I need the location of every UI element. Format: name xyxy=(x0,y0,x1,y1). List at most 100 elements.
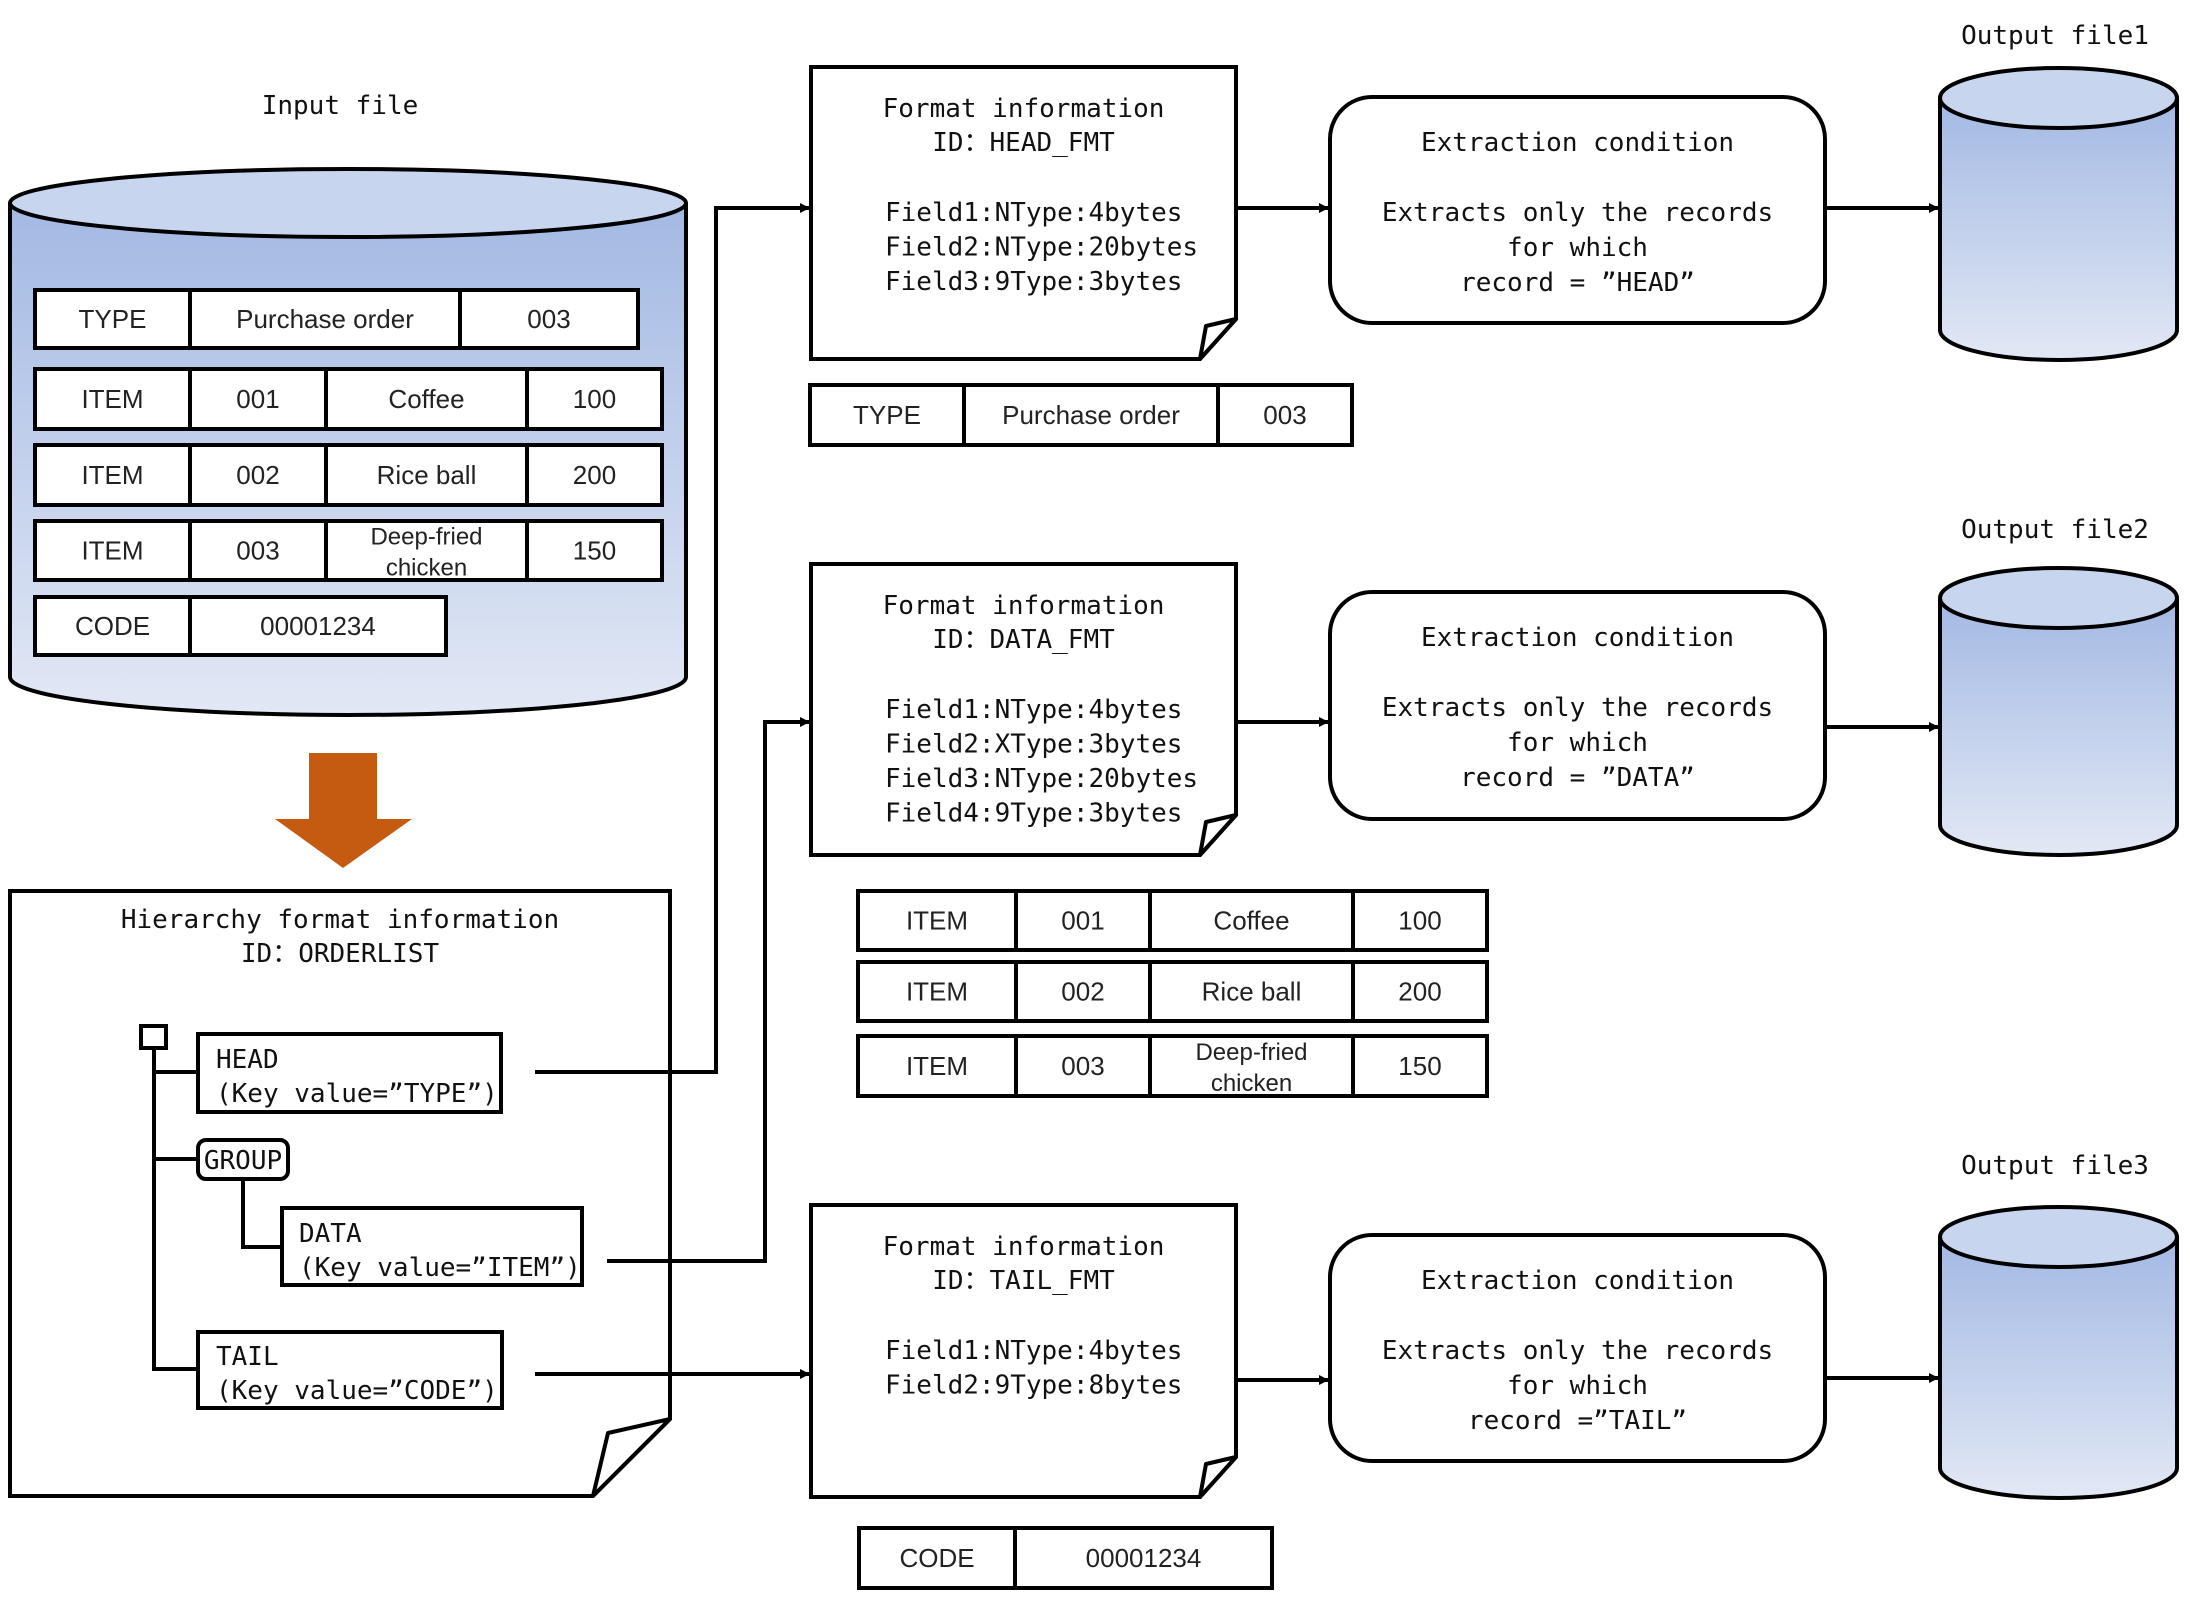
record-cell-text: 150 xyxy=(573,536,616,566)
record-cell-box xyxy=(1014,1034,1152,1098)
output-file-label: Output file3 xyxy=(1961,1151,2149,1181)
record-cell-box xyxy=(1351,1034,1489,1098)
record-cell-text: Rice ball xyxy=(1202,977,1302,1007)
tree-node-data[interactable]: DATA (Key value=”ITEM”) xyxy=(280,1206,584,1287)
node-data-name: DATA xyxy=(299,1219,362,1249)
format-field: Field3:9Type:3bytes xyxy=(885,267,1182,297)
flow-arrows xyxy=(1236,203,1939,1385)
record-cell-box xyxy=(188,519,328,582)
input-file-label: Input file xyxy=(262,91,419,121)
record-cell-text: 100 xyxy=(573,384,616,414)
record-cell-text: 003 xyxy=(1263,400,1306,430)
condition-line: for which xyxy=(1507,233,1648,263)
node-tail-key: (Key value=”CODE”) xyxy=(216,1376,498,1406)
node-group-name: GROUP xyxy=(204,1146,282,1176)
record-cell-box xyxy=(525,519,664,582)
record-cell-box xyxy=(188,595,448,657)
record-cell-text: Coffee xyxy=(388,384,464,414)
record-cell-box xyxy=(33,288,192,350)
condition-title: Extraction condition xyxy=(1421,128,1734,158)
record-cell-text: 150 xyxy=(1398,1051,1441,1081)
node-tail-name: TAIL xyxy=(216,1342,279,1372)
output-file[interactable]: Output file3 xyxy=(1938,1151,2179,1500)
record-cell-text: Rice ball xyxy=(377,460,477,490)
input-record-row: ITEM 002 Rice ball 200 xyxy=(33,443,664,507)
format-field: Field2:9Type:8bytes xyxy=(885,1371,1182,1401)
format-information-boxes: Format informationID：HEAD_FMTField1:NTyp… xyxy=(809,65,1238,1499)
record-cell-text: 003 xyxy=(1061,1051,1104,1081)
condition-line: record =”TAIL” xyxy=(1468,1406,1687,1436)
record-cell-text: Deep-fried xyxy=(1195,1039,1307,1066)
output-file-label: Output file1 xyxy=(1961,21,2149,51)
record-cell-text: 200 xyxy=(1398,977,1441,1007)
tree-node-group[interactable]: GROUP xyxy=(196,1138,290,1181)
input-record-row: TYPE Purchase order 003 xyxy=(33,288,640,350)
record-cell-text: Purchase order xyxy=(236,304,414,334)
record-cell-box xyxy=(1148,1034,1355,1098)
record-cell-text: 003 xyxy=(527,304,570,334)
hierarchy-format-document: Hierarchy format information ID：ORDERLIS… xyxy=(8,889,672,1498)
condition-line: record = ”DATA” xyxy=(1460,763,1695,793)
node-head-key: (Key value=”TYPE”) xyxy=(216,1079,498,1109)
condition-line: Extracts only the records xyxy=(1382,1336,1773,1366)
condition-line: record = ”HEAD” xyxy=(1460,268,1695,298)
format-title: Format information xyxy=(883,591,1165,621)
record-cell-box xyxy=(856,1034,1018,1098)
record-cell-text: 002 xyxy=(236,460,279,490)
format-field: Field3:NType:20bytes xyxy=(885,764,1198,794)
cylinder-top xyxy=(1938,566,2179,630)
format-id: ID：HEAD_FMT xyxy=(932,128,1115,158)
record-cell-text: 003 xyxy=(236,536,279,566)
format-field: Field1:NType:4bytes xyxy=(885,198,1182,228)
format-field: Field2:NType:20bytes xyxy=(885,233,1198,263)
connector-data-to-format xyxy=(607,717,810,1263)
record-cell-text: 002 xyxy=(1061,977,1104,1007)
record-cell-text: 200 xyxy=(573,460,616,490)
format-id: ID：TAIL_FMT xyxy=(932,1266,1115,1296)
output-file[interactable]: Output file2 xyxy=(1938,515,2179,857)
record-cell-box xyxy=(1013,1526,1274,1590)
record-cell-text: ITEM xyxy=(906,1051,968,1081)
record-cell-text: ITEM xyxy=(81,460,143,490)
format-info-box[interactable]: Format informationID：TAIL_FMTField1:NTyp… xyxy=(809,1203,1238,1499)
format-info-box[interactable]: Format informationID：DATA_FMTField1:NTyp… xyxy=(809,562,1238,857)
page-fold-icon xyxy=(1198,1455,1238,1499)
record-cell-box xyxy=(33,443,192,507)
connector-head-to-format xyxy=(535,203,810,1074)
output-file[interactable]: Output file1 xyxy=(1938,21,2179,362)
tree-node-head[interactable]: HEAD (Key value=”TYPE”) xyxy=(196,1032,503,1114)
record-cell-box xyxy=(1351,889,1489,952)
format-title: Format information xyxy=(883,94,1165,124)
record-cell-text: CODE xyxy=(75,611,150,641)
database-cylinder-icon xyxy=(1938,98,2179,362)
record-cell-text: 001 xyxy=(1061,906,1104,936)
page-fold-icon xyxy=(591,1417,672,1498)
record-cell-text: CODE xyxy=(899,1543,974,1573)
record-cell-box xyxy=(458,288,640,350)
record-cell-text: TYPE xyxy=(79,304,147,334)
record-cell-text: 100 xyxy=(1398,906,1441,936)
record-cell-text: 001 xyxy=(236,384,279,414)
record-cell-text: 00001234 xyxy=(260,611,376,641)
condition-title: Extraction condition xyxy=(1421,623,1734,653)
record-cell-box xyxy=(1216,383,1354,447)
record-cell-box xyxy=(856,960,1018,1023)
format-field: Field1:NType:4bytes xyxy=(885,1336,1182,1366)
record-cell-box xyxy=(525,367,664,431)
tree-node-tail[interactable]: TAIL (Key value=”CODE”) xyxy=(196,1330,504,1410)
format-field: Field1:NType:4bytes xyxy=(885,695,1182,725)
cylinder-top xyxy=(1938,66,2179,130)
